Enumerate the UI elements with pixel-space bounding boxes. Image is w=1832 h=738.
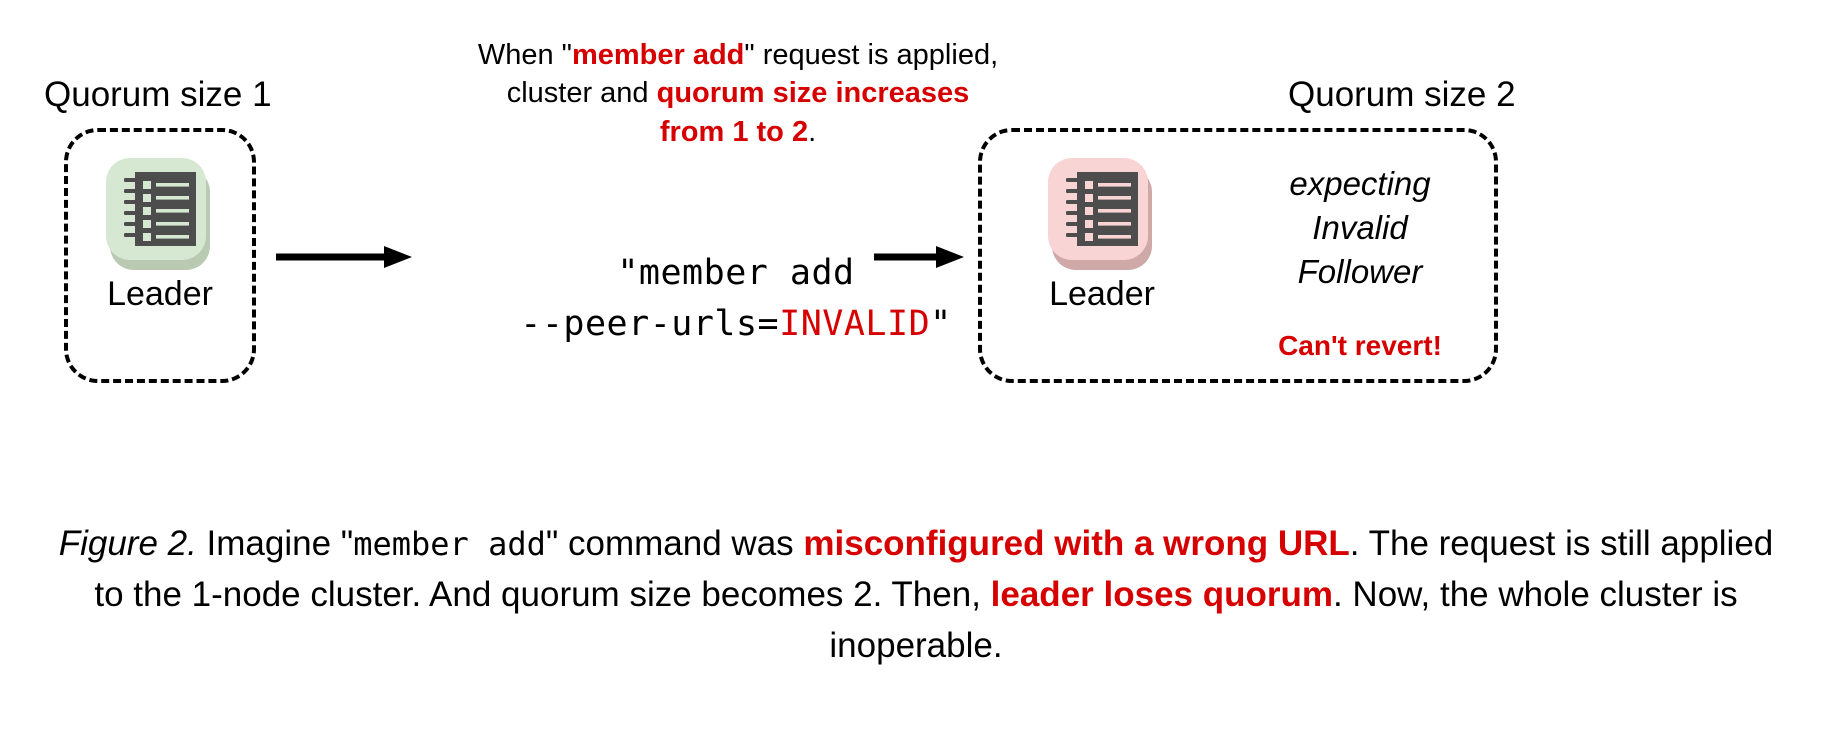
node-right-icon-wrap	[1048, 158, 1156, 270]
caption-seg-3: . The request is still applied to the 1-…	[94, 524, 1774, 615]
annot-l2-b: quorum size increases	[656, 77, 970, 110]
command-invalid-value: INVALID	[779, 303, 931, 344]
cluster-boundary-left	[64, 128, 256, 383]
follower-status-note: expecting Invalid Follower	[1240, 162, 1480, 294]
arrow-right-icon-2	[874, 246, 964, 268]
annot-l1-a: When "	[477, 39, 572, 71]
cant-revert-warning: Can't revert!	[1278, 330, 1442, 361]
node-left-icon-wrap	[106, 158, 214, 270]
caption-emphasis-2: leader loses quorum	[990, 575, 1333, 615]
annot-l1-b: member add	[571, 39, 745, 71]
command-line-2: --peer-urls=INVALID"	[466, 299, 1006, 350]
annot-l3-b: .	[808, 115, 817, 148]
cluster-boundary-right	[978, 128, 1498, 383]
caption-seg-1: Imagine "	[196, 524, 354, 563]
caption-emphasis-1: misconfigured with a wrong URL	[803, 524, 1350, 563]
node-right: Leader	[1022, 158, 1182, 313]
top-annotation-line-1: When "member add" request is applied,	[386, 36, 1090, 74]
command-flag: --peer-urls=	[520, 303, 780, 344]
follower-note-line-1: expecting	[1289, 165, 1431, 202]
node-left-label: Leader	[107, 275, 213, 313]
command-text: "member add --peer-urls=INVALID"	[466, 248, 1006, 350]
quorum-size-right-title: Quorum size 2	[1288, 75, 1516, 114]
annot-l2-a: cluster and	[506, 77, 657, 110]
annot-l3-a: from 1 to 2	[659, 115, 809, 148]
top-annotation-line-2: cluster and quorum size increases	[386, 74, 1090, 112]
arrow-right-icon-1	[276, 246, 412, 268]
command-close-quote: "	[930, 303, 952, 344]
annot-l1-c: " request is applied,	[744, 39, 999, 71]
caption-code-1: member add	[353, 525, 546, 563]
ledger-icon	[124, 172, 196, 246]
command-line-1: "member add	[617, 253, 855, 293]
top-annotation: When "member add" request is applied, cl…	[386, 36, 1090, 151]
follower-note-line-2: Invalid	[1312, 208, 1408, 246]
figure-caption: Figure 2. Imagine "member add" command w…	[40, 518, 1792, 671]
quorum-size-left-title: Quorum size 1	[44, 75, 272, 114]
top-annotation-line-3: from 1 to 2.	[386, 113, 1090, 151]
node-left: Leader	[80, 158, 240, 313]
caption-seg-4: . Now, the whole cluster is inoperable.	[829, 575, 1738, 666]
figure-label: Figure 2.	[58, 524, 197, 563]
follower-note-line-3: Follower	[1297, 252, 1423, 290]
node-right-label: Leader	[1049, 275, 1155, 313]
ledger-icon	[1066, 172, 1138, 246]
caption-seg-2: " command was	[545, 524, 804, 563]
